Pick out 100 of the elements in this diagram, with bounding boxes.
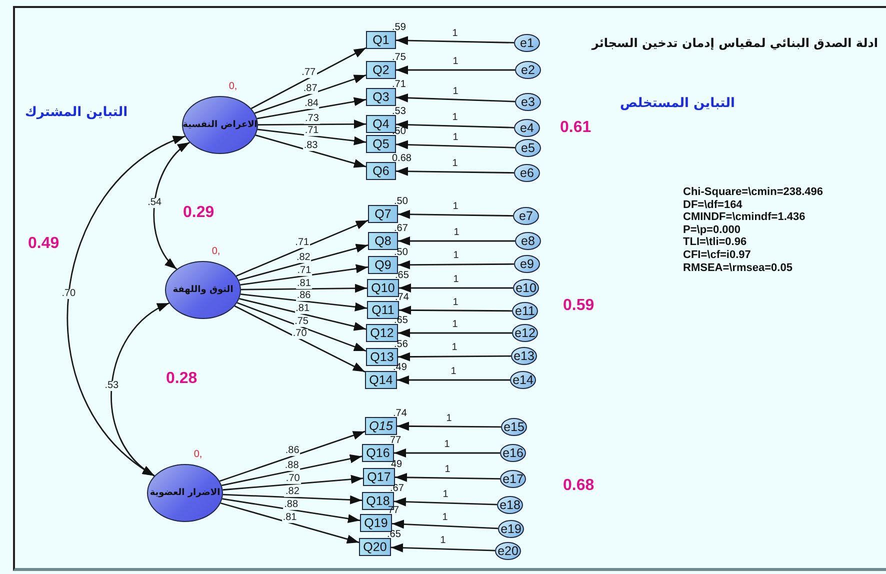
- r-squared-label: .67: [394, 224, 408, 234]
- edge-label: 1: [452, 275, 460, 285]
- variance-value: 0.68: [563, 477, 594, 495]
- variable-name: الاعراض النفسية: [182, 120, 258, 130]
- variable-name: Q5: [372, 138, 390, 150]
- variable-name: e11: [515, 304, 535, 318]
- variable-name: e15: [504, 420, 524, 434]
- r-squared-label: .71: [392, 80, 406, 90]
- arrow: [236, 220, 368, 277]
- edge-label: 1: [452, 298, 460, 308]
- arrow: [398, 352, 511, 362]
- arrow: [255, 134, 366, 168]
- edge-label: 1: [452, 86, 460, 97]
- r-squared-label: .50: [394, 197, 408, 207]
- arrow: [399, 306, 512, 315]
- fit-statistic: DF=\df=164: [683, 198, 742, 211]
- error-term-ellipse: [513, 207, 539, 225]
- edge-label: 1: [443, 440, 451, 450]
- arrow: [256, 97, 366, 120]
- error-term-ellipse: [512, 302, 538, 320]
- heading-label: التباين المشترك: [25, 106, 128, 120]
- arrow: [258, 120, 366, 129]
- edge-label: .86: [284, 446, 300, 456]
- r-squared-label: .56: [394, 340, 408, 350]
- arrow: [396, 93, 516, 102]
- edge-label: .71: [304, 126, 320, 136]
- error-term-ellipse: [515, 93, 541, 111]
- diagram-title: ادلة الصدق البنائي لمقياس إدمان تدخين السجائر: [592, 36, 878, 50]
- error-term-ellipse: [514, 255, 540, 273]
- covariance-arrow: [67, 136, 186, 476]
- variable-name: Q1: [372, 34, 390, 46]
- intercept-label: 0,: [228, 82, 238, 92]
- arrow: [397, 422, 501, 431]
- error-term-ellipse: [514, 164, 540, 182]
- edge-label: .88: [284, 460, 300, 471]
- variable-name: التوق واللهفة: [172, 286, 234, 294]
- variable-name: الاضرار العضوية: [150, 488, 220, 498]
- r-squared-label: .65: [394, 316, 408, 326]
- edge-label: .82: [295, 252, 312, 263]
- variable-name: e8: [521, 234, 535, 248]
- arrow: [390, 543, 496, 552]
- r-squared-label: .74: [395, 293, 409, 303]
- edge-label: .81: [294, 304, 311, 314]
- edge-label: 1: [445, 414, 453, 424]
- edge-label: .77: [300, 68, 317, 78]
- fit-statistic: Chi-Square=\cmin=238.496: [683, 186, 824, 198]
- r-squared-label: .67: [390, 484, 404, 494]
- edge-label: .83: [302, 140, 319, 151]
- r-squared-label: .59: [392, 23, 406, 33]
- arrow: [394, 448, 500, 458]
- arrow: [240, 293, 368, 312]
- arrow: [396, 36, 514, 46]
- r-squared-label: .75: [392, 53, 406, 63]
- variable-name: e10: [516, 282, 536, 294]
- variable-name: e5: [521, 142, 535, 154]
- edge-label: .54: [146, 198, 162, 208]
- arrow: [240, 264, 368, 286]
- variable-name: Q6: [372, 164, 390, 178]
- edge-label: .70: [284, 474, 301, 484]
- variable-name: e16: [502, 446, 524, 460]
- variable-name: Q7: [374, 208, 392, 220]
- variable-name: Q14: [369, 374, 393, 386]
- edge-label: .84: [304, 99, 320, 110]
- variable-name: Q10: [371, 282, 395, 294]
- intercept-label: 0,: [194, 450, 202, 460]
- edge-label: .53: [104, 381, 120, 392]
- variable-name: Q3: [372, 90, 390, 104]
- r-squared-label: 77: [388, 506, 400, 516]
- edge-label: .81: [282, 512, 298, 523]
- r-squared-label: .65: [395, 271, 409, 281]
- arrow: [222, 474, 364, 491]
- edge-label: .88: [283, 500, 300, 510]
- variable-name: e17: [502, 472, 524, 486]
- arrow: [396, 66, 515, 74]
- variance-value: 0.28: [166, 370, 198, 388]
- arrow: [396, 140, 516, 150]
- variable-name: Q11: [372, 304, 394, 316]
- arrow: [399, 284, 513, 292]
- edge-label: .73: [304, 114, 320, 124]
- arrow: [257, 128, 366, 146]
- error-term-ellipse: [515, 139, 541, 157]
- edge-label: .70: [292, 328, 308, 339]
- edge-label: .71: [294, 238, 310, 248]
- arrow: [222, 494, 362, 504]
- arrow: [222, 498, 360, 524]
- arrow: [219, 430, 366, 482]
- variable-name: e6: [520, 166, 534, 180]
- error-term-ellipse: [515, 232, 541, 250]
- edge-label: 1: [451, 159, 459, 169]
- variable-name: Q15: [369, 420, 393, 432]
- r-squared-label: .50: [392, 127, 406, 137]
- edge-label: .86: [296, 291, 312, 302]
- error-term-ellipse: [515, 61, 541, 79]
- variance-value: 0.49: [28, 235, 60, 253]
- r-squared-label: 49: [391, 460, 402, 470]
- variable-name: Q17: [367, 470, 391, 484]
- variable-name: e2: [521, 64, 535, 76]
- edge-label: .75: [294, 316, 310, 327]
- variable-name: e7: [519, 210, 533, 222]
- fit-statistic: RMSEA=\rmsea=0.05: [683, 262, 792, 274]
